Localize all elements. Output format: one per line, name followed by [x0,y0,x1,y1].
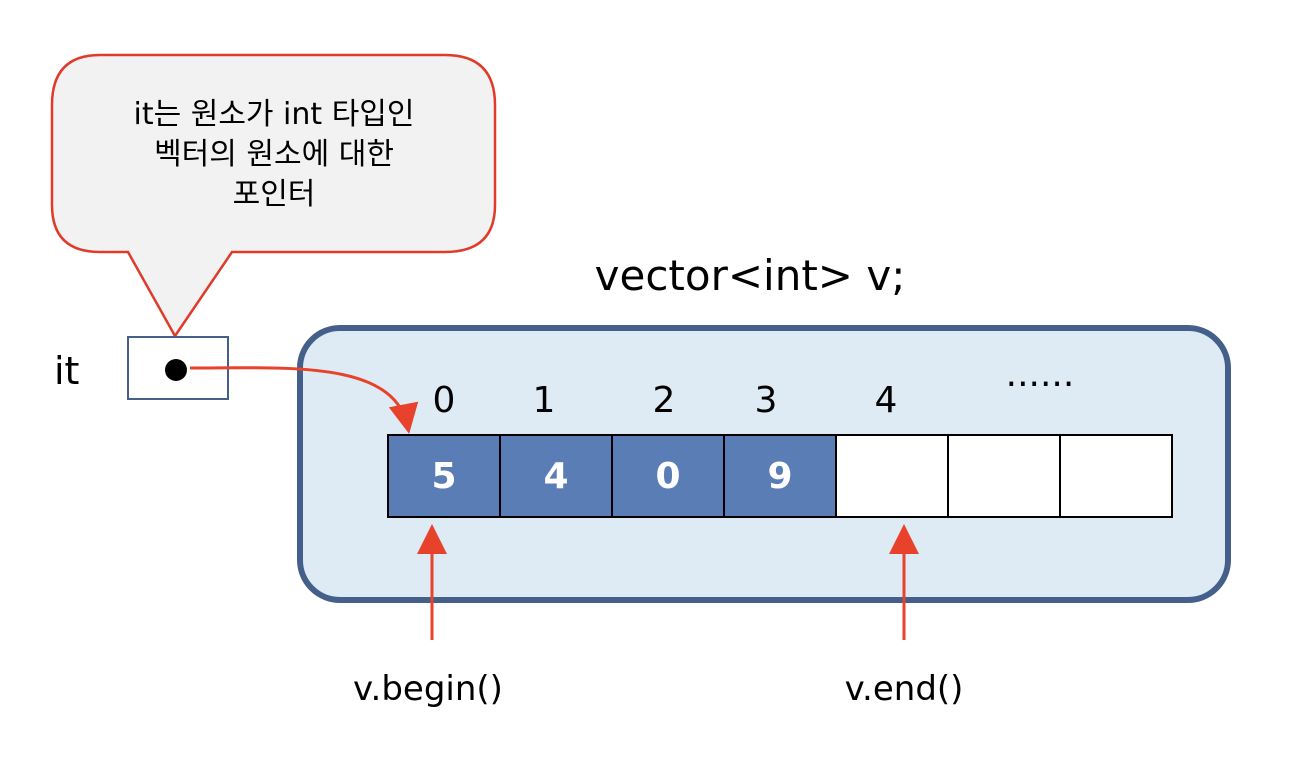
cell-1 [499,434,613,518]
vector-declaration: vector<int> v; [595,251,906,300]
index-label-1: 1 [533,380,556,421]
end-label: v.end() [845,669,964,709]
vector-cells [387,434,1173,518]
callout-bubble [50,53,497,339]
cell-value-0: 5 [431,456,456,497]
iterator-label: it [54,349,79,393]
cell-0 [387,434,501,518]
cell-6 [1059,434,1173,518]
cell-3 [723,434,837,518]
index-label-3: 3 [755,380,778,421]
callout-line-3: 포인터 [233,177,316,212]
cell-value-3: 9 [767,456,792,497]
begin-label: v.begin() [353,669,503,709]
index-label-0: 0 [433,380,456,421]
iterator-pointer-arrow [189,366,419,434]
callout-line-1: it는 원소가 int 타입인 [133,97,414,132]
cell-value-1: 4 [543,456,568,497]
cell-4 [835,434,949,518]
callout-line-2: 벡터의 원소에 대한 [154,137,394,172]
index-label-2: 2 [653,380,676,421]
cell-5 [947,434,1061,518]
iterator-pointer-dot [165,359,187,381]
cell-value-2: 0 [655,456,680,497]
index-label-ellipsis: ...... [1006,354,1075,395]
index-label-4: 4 [875,380,898,421]
